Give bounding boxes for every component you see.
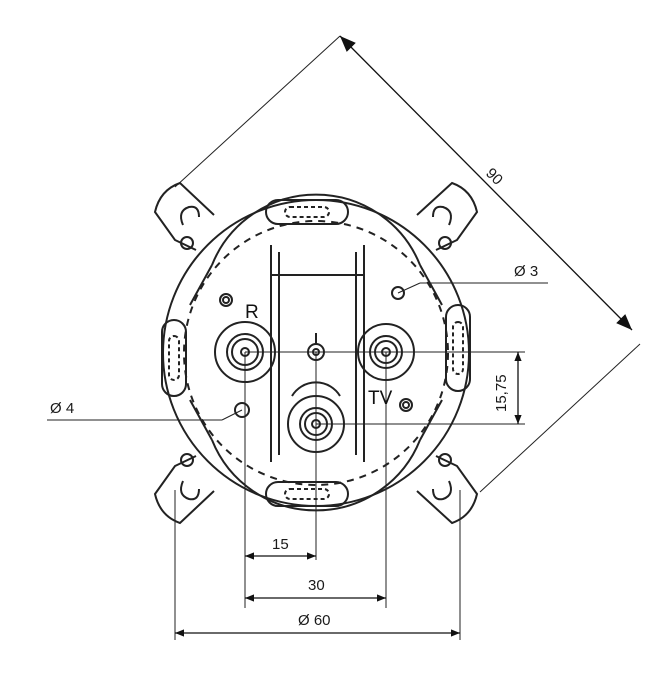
label-dia3: Ø 3 <box>514 263 538 280</box>
corner-lug-top-right <box>416 181 479 251</box>
label-90: 90 <box>482 165 506 189</box>
label-30: 30 <box>308 577 325 594</box>
label-dia60: Ø 60 <box>298 612 331 629</box>
label-tv: TV <box>368 388 393 409</box>
label-r: R <box>245 302 259 323</box>
dimension-lines <box>47 35 641 640</box>
label-15: 15 <box>272 536 289 553</box>
label-dia4: Ø 4 <box>50 400 74 417</box>
label-1575: 15,75 <box>493 374 510 412</box>
small-holes <box>219 286 413 418</box>
dashed-circle <box>183 220 449 486</box>
corner-lug-bottom-left <box>153 453 215 525</box>
corner-lug-bottom-right <box>416 453 479 525</box>
corner-lug-top-left <box>153 181 215 251</box>
dimension-arrows <box>175 35 633 637</box>
